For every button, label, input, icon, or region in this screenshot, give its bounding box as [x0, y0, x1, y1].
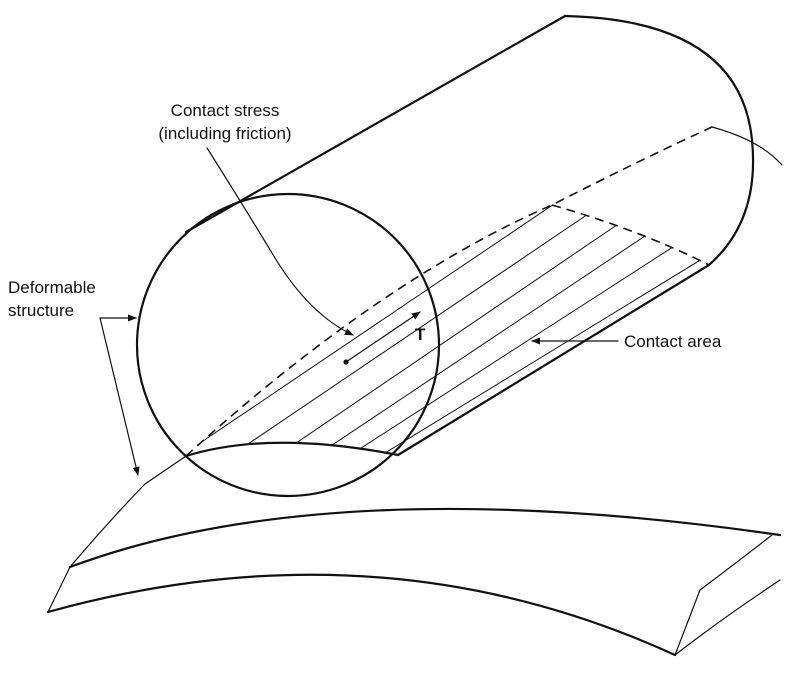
slab-front-face-bottom: [46, 573, 677, 657]
far-right-extension: [711, 126, 783, 166]
deformable-leader-2: [99, 317, 140, 476]
cylinder-hidden-line: [185, 126, 713, 457]
slab-right-lower-edge: [674, 579, 781, 656]
traction-vector: T: [343, 311, 426, 365]
slab-back-left-edge: [69, 455, 187, 568]
deformable-label-line1: Deformable: [8, 278, 96, 297]
contact-stress-label-line2: (including friction): [158, 124, 291, 143]
traction-arrow: [345, 311, 421, 363]
slab-contact-edge: [184, 441, 400, 458]
contact-area-hatching: [186, 205, 709, 456]
contact-far-dashed-edge: [551, 204, 710, 266]
contact-area-label: Contact area: [624, 332, 722, 351]
leaders: [99, 147, 619, 476]
cylinder-top-edge: [184, 14, 567, 234]
cylinder-bottom-edge: [396, 263, 711, 457]
contact-stress-label-line1: Contact stress: [171, 101, 280, 120]
slab-right-front-edge: [674, 589, 701, 656]
contact-stress-leader: [206, 147, 354, 336]
slab-front-face-top: [47, 566, 71, 613]
traction-point: [343, 359, 349, 365]
cylinder: [135, 14, 783, 498]
cylinder-end-circle: [135, 192, 441, 498]
deformable-structure: [46, 441, 782, 657]
cylinder-far-end: [563, 14, 755, 267]
slab-right-top-edge: [699, 534, 773, 591]
deformable-label-line2: structure: [8, 301, 74, 320]
slab-top-edge: [68, 507, 782, 569]
labels: Contact stress (including friction) Defo…: [8, 101, 722, 351]
traction-symbol: T: [415, 325, 426, 344]
